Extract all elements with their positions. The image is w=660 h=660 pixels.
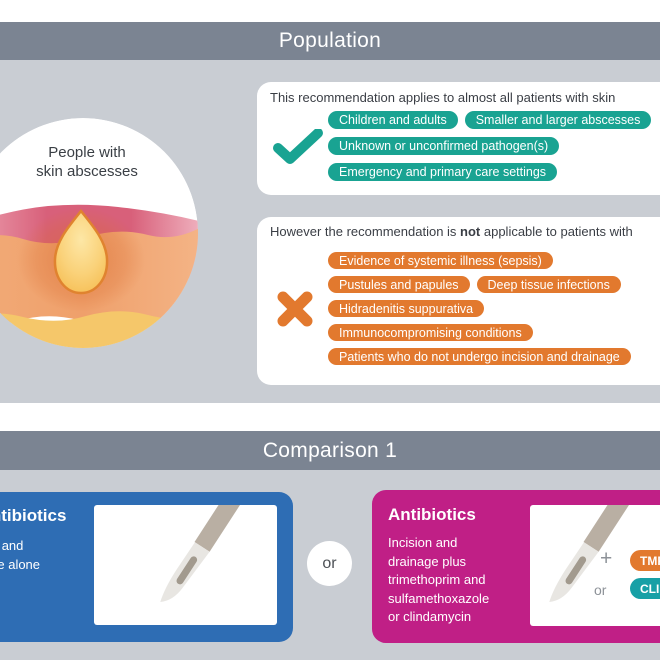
no-antibiotics-subtitle: Incision and drainage alone (0, 538, 41, 572)
tmp-drug-pill: TMP (630, 550, 660, 571)
pill-row: Children and adults Smaller and larger a… (328, 111, 652, 129)
not-applicable-pill: Patients who do not undergo incision and… (328, 348, 631, 365)
abscess-bump (53, 208, 109, 295)
pill-row: Evidence of systemic illness (sepsis) (328, 252, 631, 269)
antibiotics-title: Antibiotics (388, 505, 476, 524)
no-antibiotics-title: No antibiotics (0, 506, 67, 525)
pill-row: Emergency and primary care settings (328, 163, 651, 181)
scalpel-icon (160, 505, 254, 603)
check-icon (273, 129, 323, 164)
cli-drug-pill: CLI (630, 578, 660, 599)
applies-card: This recommendation applies to almost al… (257, 82, 660, 195)
scalpel-icon (549, 505, 643, 603)
antibiotics-card: Antibiotics Incision and drainage plus t… (372, 490, 660, 643)
scalpel-panel (94, 505, 277, 625)
x-icon (277, 291, 313, 327)
not-applicable-pill: Deep tissue infections (476, 276, 621, 293)
or-label: or (322, 554, 337, 572)
skin-abscess-illustration (0, 118, 198, 348)
not-applicable-pill: Evidence of systemic illness (sepsis) (328, 252, 553, 269)
population-header-title: Population (278, 29, 382, 52)
not-applicable-pill: Immunocompromising conditions (328, 324, 533, 341)
no-antibiotics-card: No antibiotics Incision and drainage alo… (0, 492, 293, 642)
not-applicable-pill-list: Evidence of systemic illness (sepsis) Pu… (328, 252, 631, 372)
scalpel-plus-drugs-panel: + TMP or CLI (530, 505, 660, 626)
plus-sign: + (600, 547, 613, 570)
pill-row: Hidradenitis suppurativa (328, 300, 631, 317)
pill-row: Pustules and papules Deep tissue infecti… (328, 276, 631, 293)
applies-pill: Unknown or unconfirmed pathogen(s) (328, 137, 560, 155)
pill-row: Unknown or unconfirmed pathogen(s) (328, 137, 651, 155)
intro-bold-not: not (460, 224, 481, 239)
applies-pill-list: Children and adults Smaller and larger a… (328, 111, 652, 189)
applies-pill: Emergency and primary care settings (328, 163, 558, 181)
pill-row: Patients who do not undergo incision and… (328, 348, 631, 365)
applies-intro-text: This recommendation applies to almost al… (270, 90, 616, 105)
not-applicable-pill: Pustules and papules (328, 276, 470, 293)
comparison-header-bar: Comparison 1 (0, 431, 660, 470)
intro-pre: However the recommendation is (270, 224, 461, 239)
population-header-bar: Population (0, 22, 660, 60)
not-applicable-card: However the recommendation is not applic… (257, 217, 660, 385)
comparison-header-title: Comparison 1 (262, 438, 398, 462)
antibiotics-subtitle: Incision and drainage plus trimethoprim … (388, 535, 490, 624)
not-applicable-pill: Hidradenitis suppurativa (328, 300, 485, 317)
intro-post: applicable to patients with (480, 224, 633, 239)
not-applicable-intro-text: However the recommendation is not applic… (270, 224, 633, 239)
applies-pill: Smaller and larger abscesses (464, 111, 652, 129)
panel-or-label: or (594, 582, 607, 598)
applies-pill: Children and adults (328, 111, 458, 129)
pill-row: Immunocompromising conditions (328, 324, 631, 341)
population-circle-label: People with skin abscesses (36, 144, 138, 180)
or-connector: or (307, 541, 352, 586)
